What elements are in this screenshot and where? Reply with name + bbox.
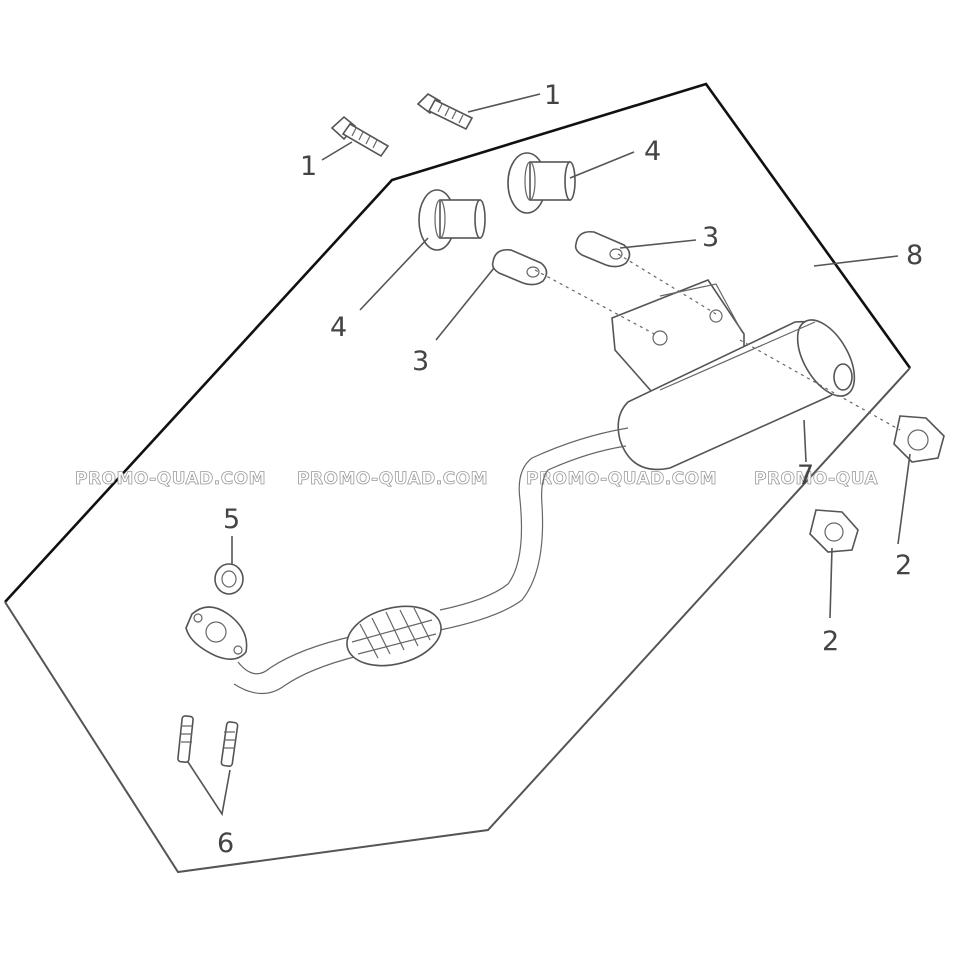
leader-4-right: [569, 151, 635, 179]
gasket: [214, 563, 244, 595]
callout-1-left: 1: [300, 151, 317, 182]
nut-lower: [809, 509, 859, 553]
sleeve-left: [418, 189, 486, 251]
bolt-top-left: [330, 115, 390, 158]
sleeve-right: [507, 152, 576, 214]
callout-6: 6: [217, 828, 234, 859]
leader-6: [187, 761, 231, 817]
callout-5: 5: [223, 504, 240, 535]
bolt-top-right: [416, 92, 474, 131]
watermark-3: PROMO-QUAD.COM: [526, 469, 717, 489]
leader-2-lower: [829, 547, 833, 619]
callout-4-left: 4: [330, 312, 347, 343]
nut-right: [893, 415, 945, 463]
callout-1-right: 1: [544, 80, 561, 111]
leader-4-left: [359, 237, 429, 311]
callout-7: 7: [797, 460, 814, 491]
leader-7: [803, 419, 807, 463]
leader-1-right: [467, 93, 541, 113]
washer-right: [574, 230, 631, 268]
exhaust-flange: [185, 606, 248, 660]
watermark-2: PROMO-QUAD.COM: [297, 469, 488, 489]
alignment-guides: [534, 253, 901, 431]
exhaust-pipe: [233, 427, 629, 695]
leader-2-right: [897, 453, 911, 545]
leader-3-left: [435, 267, 495, 341]
stud-left: [177, 715, 194, 764]
leader-8: [813, 255, 899, 267]
callout-2-lower: 2: [822, 626, 839, 657]
catalytic-converter: [346, 605, 442, 667]
stud-right: [220, 721, 239, 768]
assembly-frame-bottom: [4, 367, 911, 874]
callout-4-right: 4: [644, 136, 661, 167]
callout-2-right: 2: [895, 550, 912, 581]
callout-3-right: 3: [702, 222, 719, 253]
watermark-1: PROMO-QUAD.COM: [75, 469, 266, 489]
callout-3-left: 3: [412, 346, 429, 377]
leader-1-left: [321, 141, 353, 161]
watermark-4: PROMO-QUA: [754, 469, 878, 489]
assembly-frame-top: [4, 82, 912, 603]
callout-8: 8: [906, 240, 923, 271]
leader-3-right: [619, 239, 697, 249]
washer-left: [491, 248, 548, 286]
muffler: [617, 319, 856, 471]
